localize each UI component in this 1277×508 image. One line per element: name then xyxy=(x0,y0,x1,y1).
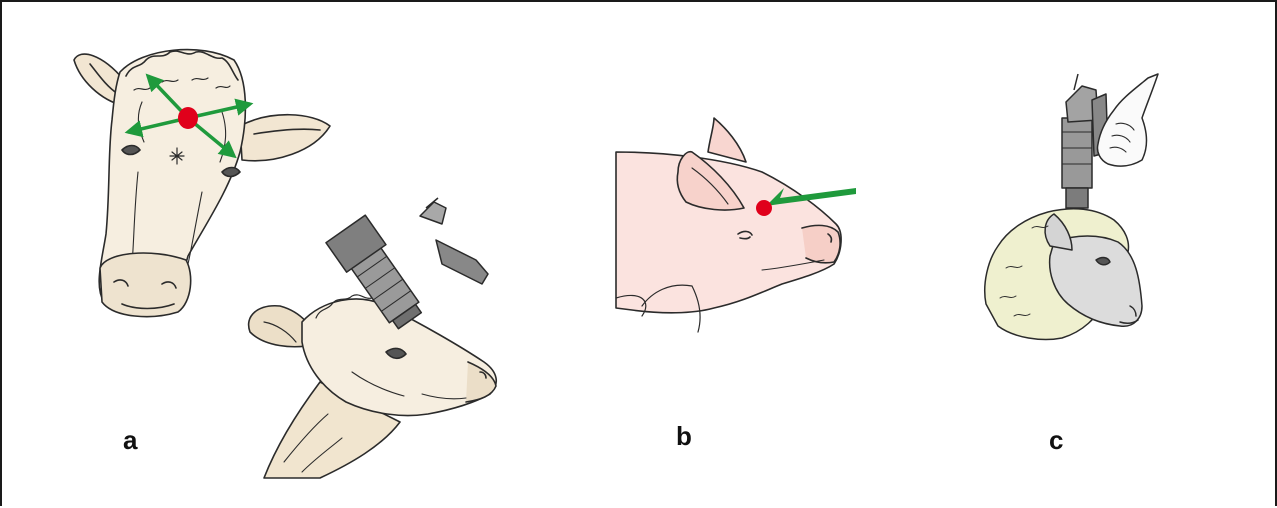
panel-label-b: b xyxy=(676,423,692,449)
panel-label-a: a xyxy=(123,427,137,453)
sheep-head-drawing xyxy=(985,209,1142,340)
cow-front-head-drawing xyxy=(74,50,330,317)
pig-head-drawing xyxy=(616,118,841,332)
panel-label-c: c xyxy=(1049,427,1063,453)
cow-side-head-drawing xyxy=(249,295,497,478)
operator-hand xyxy=(1097,74,1158,166)
